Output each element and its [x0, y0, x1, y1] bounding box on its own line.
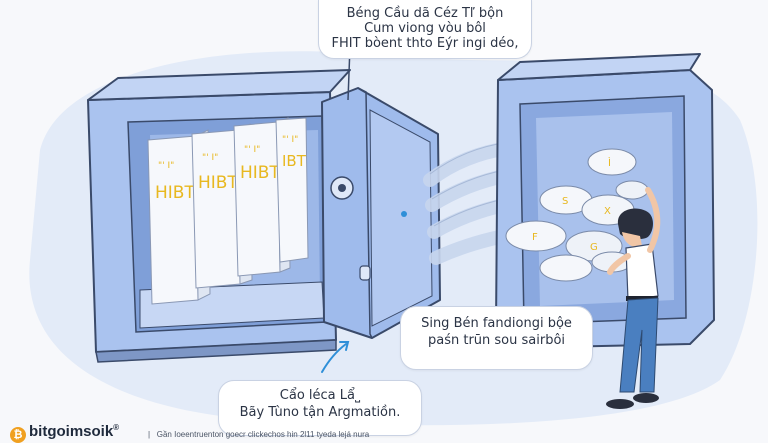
coin-letter: S [562, 196, 568, 207]
binder-label: HIBT [240, 163, 280, 183]
coin-letter: X [604, 206, 611, 217]
coin [615, 180, 649, 200]
footer-disclaimer: | Gần Ioeentruenton goecr clickechos hin… [148, 430, 370, 439]
person-face [622, 232, 642, 248]
coin-letter: F [532, 232, 538, 243]
brand-name: bitgoimsoik [29, 423, 114, 440]
binder-top-mark: "' I" [202, 153, 218, 163]
binders: "' I" HIBT "' I" HIBT "' I" HIBT "' I" I… [147, 117, 309, 305]
person-hair [617, 208, 653, 240]
person-shoe [606, 399, 634, 409]
person-shoe [633, 393, 659, 403]
coin-letter: G [590, 242, 598, 253]
top-caption-line: Béng Cầu dã Céz Tľ bộn [346, 6, 504, 21]
top-caption-bubble: Béng Cầu dã Céz Tľ bộn Cum viong vòu bôl… [318, 0, 532, 59]
binder-label: HIBT [155, 183, 195, 203]
right-caption-line: paśn trūn sou sairbôi [427, 333, 566, 348]
arrow-icon [321, 343, 347, 373]
right-caption-bubble: Sing Bén fandiongi bộe paśn trūn sou sai… [400, 306, 593, 370]
top-caption-line: FHIT bòent thto Eýr ingi déo, [331, 36, 519, 51]
bottom-caption-line: Cẩo léca Lẩ⎵ [279, 388, 361, 403]
coin [539, 254, 593, 282]
person-belt [626, 296, 658, 301]
bottom-caption-line: Bãy Tùno tận Argmatiồn. [239, 405, 401, 420]
person-figure [606, 187, 661, 409]
binder-top-mark: "' I" [244, 145, 260, 155]
bitcoin-icon: ₿ [10, 427, 26, 443]
brand-logo[interactable]: ₿bitgoimsoik® [10, 423, 119, 443]
coins [505, 148, 649, 282]
person-jeans [619, 297, 659, 393]
binder-label: IBT [282, 152, 307, 170]
binder-label: HIBT [198, 173, 238, 193]
coin-letters: Ì S X F G [532, 156, 611, 253]
binder: "' I" IBT [275, 117, 309, 263]
flow-dot [401, 211, 407, 217]
top-caption-line: Cum viong vòu bôl [364, 21, 486, 36]
left-safe-base [95, 339, 337, 363]
left-safe-door [321, 87, 441, 339]
left-safe-top [87, 69, 351, 101]
person-arm [645, 187, 661, 253]
right-safe-top [497, 53, 701, 81]
bottom-caption-bubble: Cẩo léca Lẩ⎵ Bãy Tùno tận Argmatiồn. [218, 380, 422, 436]
handle-icon [359, 265, 371, 281]
binder-top-mark: "' I" [158, 161, 174, 171]
person-shirt [625, 243, 659, 301]
binder-top-mark: "' I" [282, 135, 298, 145]
coin-letter: Ì [608, 156, 611, 169]
disclaimer-text: Gần Ioeentruenton goecr clickechos hin 2… [156, 430, 370, 439]
right-caption-line: Sing Bén fandiongi bộe [421, 316, 572, 331]
coin [505, 220, 567, 252]
coin [587, 148, 637, 176]
registered-mark: ® [113, 423, 120, 432]
